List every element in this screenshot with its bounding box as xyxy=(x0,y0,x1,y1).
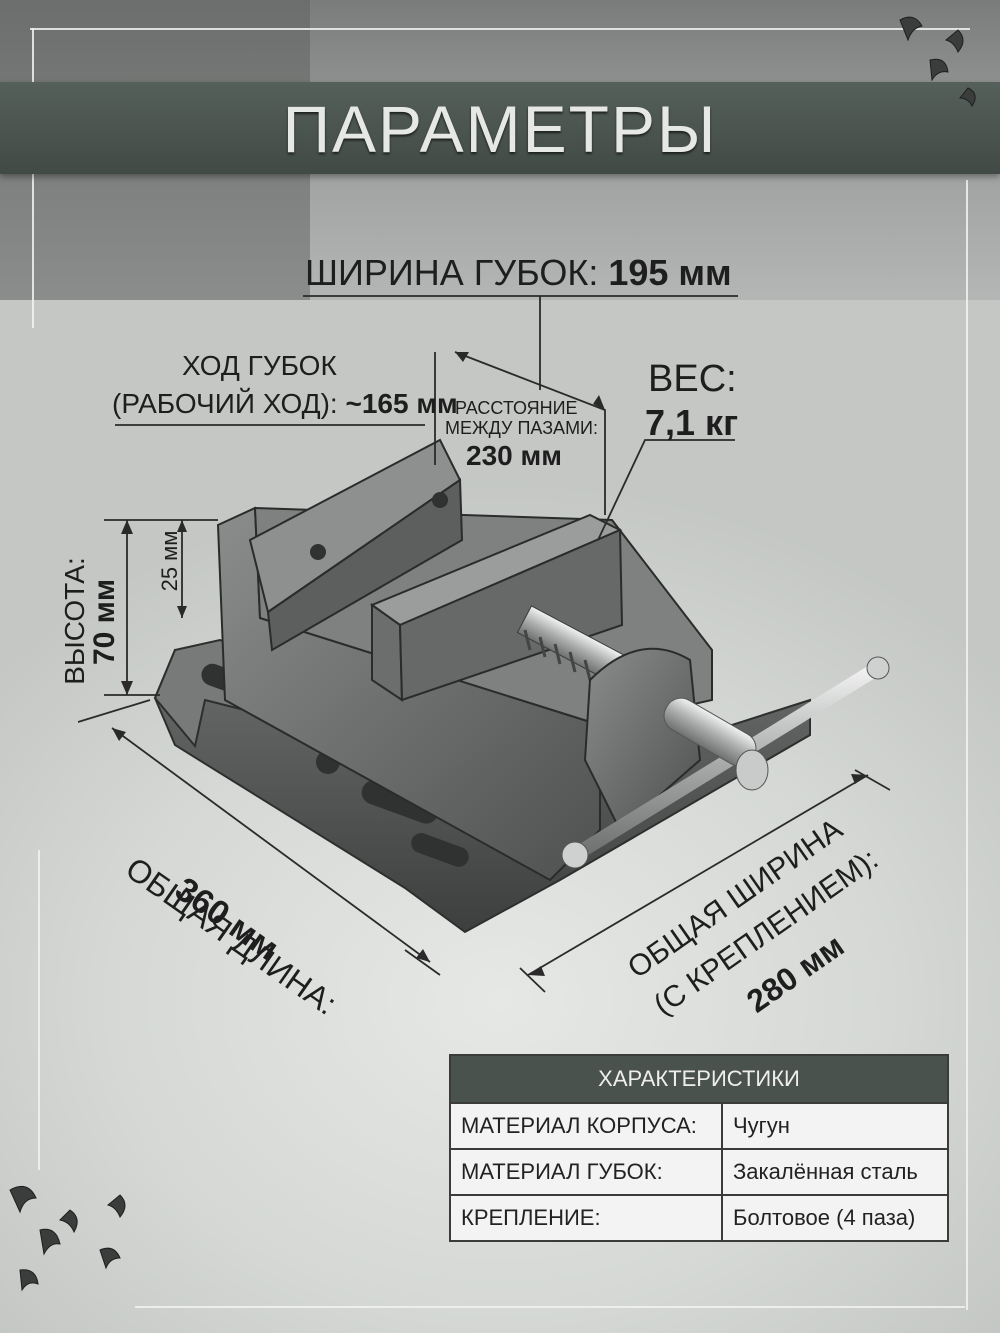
metal-shavings-decoration xyxy=(9,16,976,1292)
weight-value: 7,1 кг xyxy=(645,402,739,443)
jaw-travel-value: ~165 мм xyxy=(345,388,458,419)
table-row: МАТЕРИАЛ ГУБОК: Закалённая сталь xyxy=(449,1148,949,1196)
table-row: КРЕПЛЕНИЕ: Болтовое (4 паза) xyxy=(449,1194,949,1242)
jaw-travel-line2: (РАБОЧИЙ ХОД): ~165 мм xyxy=(112,388,458,420)
jaw-travel-label: (РАБОЧИЙ ХОД): xyxy=(112,388,338,419)
spec-value: Чугун xyxy=(721,1102,949,1150)
frame-line-left xyxy=(32,28,34,328)
dimension-lines xyxy=(77,295,891,993)
spec-value: Закалённая сталь xyxy=(721,1148,949,1196)
jaw-width-value: 195 мм xyxy=(608,252,732,293)
table-row: МАТЕРИАЛ КОРПУСА: Чугун xyxy=(449,1102,949,1150)
screw-housing xyxy=(583,647,702,832)
slot-distance-value: 230 мм xyxy=(466,440,562,471)
height-label: ВЫСОТА: 70 мм xyxy=(30,557,121,684)
dimension-arrowheads xyxy=(112,352,868,976)
fixed-jaw xyxy=(248,438,464,652)
height-title: ВЫСОТА: xyxy=(59,557,90,685)
spec-key: МАТЕРИАЛ КОРПУСА: xyxy=(449,1102,723,1150)
jaw-height-value: 25 мм xyxy=(157,530,182,592)
height-value: 70 мм xyxy=(88,578,121,666)
page-title: ПАРАМЕТРЫ xyxy=(282,92,718,166)
movable-jaw xyxy=(369,513,624,702)
spec-key: КРЕПЛЕНИЕ: xyxy=(449,1194,723,1242)
jaw-width-title: ШИРИНА ГУБОК: xyxy=(305,252,599,293)
spec-key: МАТЕРИАЛ ГУБОК: xyxy=(449,1148,723,1196)
frame-line-top xyxy=(30,28,970,30)
frame-line-bottom xyxy=(135,1306,965,1308)
spec-value: Болтовое (4 паза) xyxy=(721,1194,949,1242)
slot-distance-line2: МЕЖДУ ПАЗАМИ: xyxy=(445,418,598,438)
jaw-travel-line1: ХОД ГУБОК xyxy=(182,350,337,381)
frame-line-right xyxy=(966,180,968,1310)
jaw-width-label: ШИРИНА ГУБОК: 195 мм xyxy=(305,252,732,294)
frame-line-left-lower xyxy=(38,850,40,1170)
specs-table-title: ХАРАКТЕРИСТИКИ xyxy=(449,1054,949,1104)
specs-table-header: ХАРАКТЕРИСТИКИ xyxy=(449,1054,949,1104)
vise-handle xyxy=(561,656,890,869)
weight-label: ВЕС: xyxy=(648,358,737,400)
slot-distance-line1: РАССТОЯНИЕ xyxy=(455,398,578,418)
header-banner xyxy=(0,82,1000,174)
specs-table: ХАРАКТЕРИСТИКИ МАТЕРИАЛ КОРПУСА: Чугун М… xyxy=(449,1054,949,1242)
